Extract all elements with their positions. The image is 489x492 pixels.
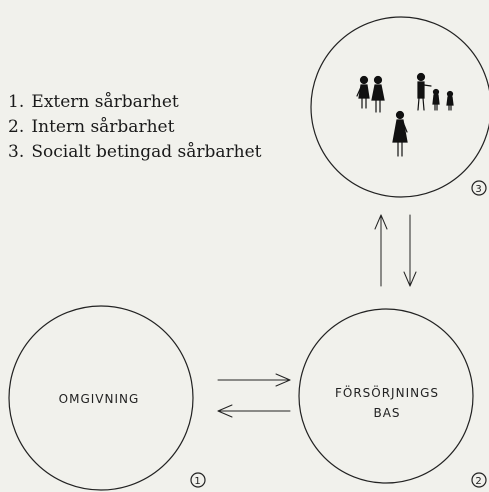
node-number: 1 [194, 476, 201, 487]
forsorjningsbas-label-line1: FÖRSÖRJNINGS [335, 384, 439, 400]
arrow-up-icon [374, 214, 388, 287]
vertical-arrows [374, 214, 417, 287]
legend: 1. Extern sårbarhet 2. Intern sårbarhet … [8, 90, 262, 165]
node-number-badge [471, 472, 487, 488]
legend-item: 1. Extern sårbarhet [8, 90, 262, 115]
omgivning-circle [8, 305, 194, 491]
node-number-badge [190, 472, 206, 488]
node-number: 2 [475, 476, 482, 487]
legend-number: 1. [8, 92, 25, 112]
legend-item: 3. Socialt betingad sårbarhet [8, 140, 262, 165]
arrow-left-icon [217, 404, 291, 418]
legend-text: Intern sårbarhet [31, 117, 175, 137]
legend-item: 2. Intern sårbarhet [8, 115, 262, 140]
people-icon [356, 72, 454, 157]
forsorjningsbas-label-line2: BAS [373, 406, 400, 420]
forsorjningsbas-circle [298, 308, 474, 484]
omgivning-label: OMGIVNING [59, 392, 140, 406]
legend-text: Socialt betingad sårbarhet [31, 142, 262, 162]
node-number-badge [471, 180, 487, 196]
legend-number: 3. [8, 142, 25, 162]
arrow-right-icon [217, 373, 291, 387]
node-omgivning: OMGIVNING 1 [8, 305, 206, 491]
legend-number: 2. [8, 117, 25, 137]
arrow-down-icon [403, 214, 417, 287]
horizontal-arrows [217, 373, 291, 418]
society-circle [310, 16, 489, 198]
node-number: 3 [475, 184, 482, 195]
legend-text: Extern sårbarhet [31, 92, 179, 112]
node-forsorjningsbas: FÖRSÖRJNINGS BAS 2 [298, 308, 487, 488]
node-society: 3 [310, 16, 489, 198]
